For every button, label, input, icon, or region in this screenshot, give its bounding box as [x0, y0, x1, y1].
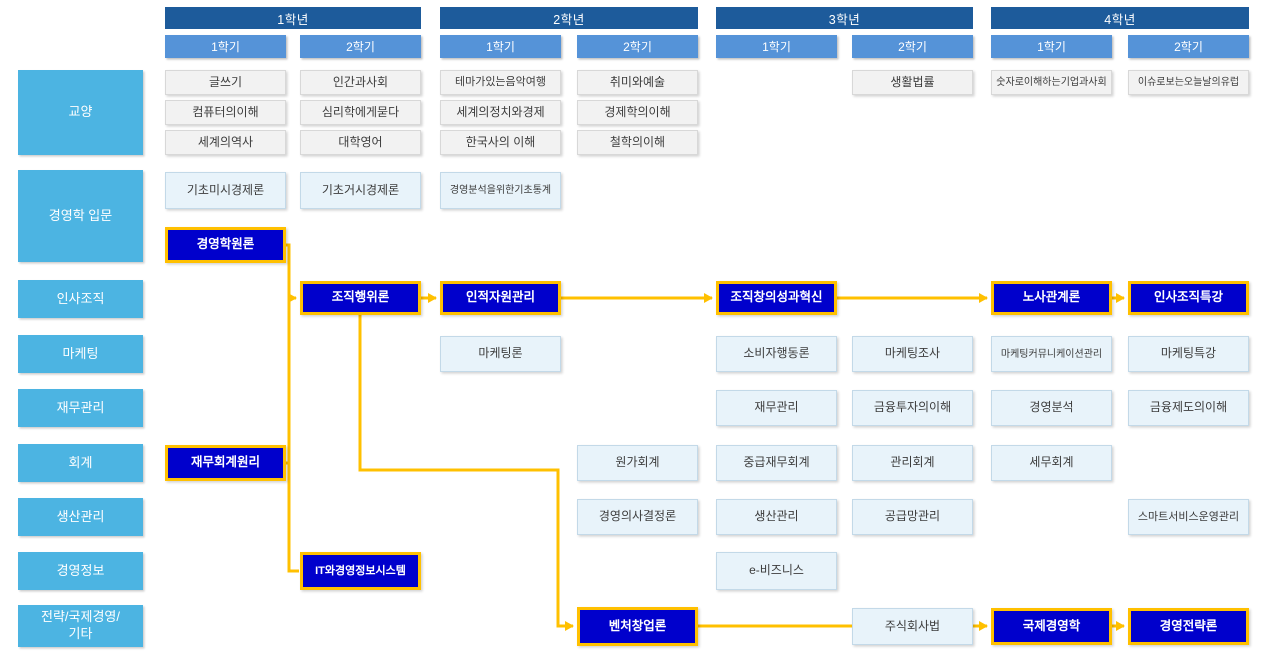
course-node: 인간과사회	[300, 70, 421, 95]
course-node: 주식회사법	[852, 608, 973, 645]
course-node: 금융제도의이해	[1128, 390, 1249, 426]
course-node: 벤처창업론	[577, 607, 698, 646]
course-node: 세계의역사	[165, 130, 286, 155]
course-node: 원가회계	[577, 445, 698, 481]
course-node: 생산관리	[716, 499, 837, 535]
course-node: 한국사의 이해	[440, 130, 561, 155]
category-box: 마케팅	[18, 335, 143, 373]
course-node: 마케팅론	[440, 336, 561, 372]
course-node: 경영학원론	[165, 227, 286, 263]
course-node: 심리학에게묻다	[300, 100, 421, 125]
course-node: e-비즈니스	[716, 552, 837, 590]
course-node: 재무관리	[716, 390, 837, 426]
category-box: 재무관리	[18, 389, 143, 427]
category-box: 전략/국제경영/ 기타	[18, 605, 143, 647]
course-node: 취미와예술	[577, 70, 698, 95]
semester-header: 2학기	[852, 35, 973, 58]
connector-trunk-principles-down	[286, 243, 299, 573]
course-node: 마케팅특강	[1128, 336, 1249, 372]
year-header: 3학년	[716, 7, 973, 29]
semester-header: 2학기	[300, 35, 421, 58]
category-box: 회계	[18, 444, 143, 482]
year-header: 4학년	[991, 7, 1249, 29]
course-node: 경영분석을위한기초통계	[440, 172, 561, 209]
course-node: 철학의이해	[577, 130, 698, 155]
semester-header: 1학기	[165, 35, 286, 58]
course-node: 이슈로보는오늘날의유럽	[1128, 70, 1249, 95]
category-box: 생산관리	[18, 498, 143, 536]
semester-header: 2학기	[1128, 35, 1249, 58]
semester-header: 1학기	[440, 35, 561, 58]
course-node: 글쓰기	[165, 70, 286, 95]
course-node: 대학영어	[300, 130, 421, 155]
course-node: 세무회계	[991, 445, 1112, 481]
course-node: 중급재무회계	[716, 445, 837, 481]
course-node: 재무회계원리	[165, 445, 286, 481]
category-box: 교양	[18, 70, 143, 155]
semester-header: 1학기	[991, 35, 1112, 58]
course-node: 경영의사결정론	[577, 499, 698, 535]
course-node: 스마트서비스운영관리	[1128, 499, 1249, 535]
course-node: 소비자행동론	[716, 336, 837, 372]
course-node: 생활법률	[852, 70, 973, 95]
course-node: 숫자로이해하는기업과사회	[991, 70, 1112, 95]
course-node: 조직창의성과혁신	[716, 281, 837, 315]
course-node: 경제학의이해	[577, 100, 698, 125]
semester-header: 1학기	[716, 35, 837, 58]
course-node: 마케팅조사	[852, 336, 973, 372]
course-node: 경영전략론	[1128, 608, 1249, 645]
category-box: 인사조직	[18, 280, 143, 318]
course-node: 금융투자의이해	[852, 390, 973, 426]
course-node: 기초거시경제론	[300, 172, 421, 209]
category-box: 경영정보	[18, 552, 143, 590]
course-node: 마케팅커뮤니케이션관리	[991, 336, 1112, 372]
course-node: 컴퓨터의이해	[165, 100, 286, 125]
course-node: 공급망관리	[852, 499, 973, 535]
year-header: 1학년	[165, 7, 421, 29]
course-node: IT와경영정보시스템	[300, 552, 421, 590]
course-node: 인사조직특강	[1128, 281, 1249, 315]
year-header: 2학년	[440, 7, 698, 29]
course-node: 인적자원관리	[440, 281, 561, 315]
course-node: 경영분석	[991, 390, 1112, 426]
course-node: 국제경영학	[991, 608, 1112, 645]
course-node: 기초미시경제론	[165, 172, 286, 209]
course-node: 조직행위론	[300, 281, 421, 315]
course-node: 세계의정치와경제	[440, 100, 561, 125]
course-node: 노사관계론	[991, 281, 1112, 315]
category-box: 경영학 입문	[18, 170, 143, 262]
course-node: 관리회계	[852, 445, 973, 481]
course-node: 테마가있는음악여행	[440, 70, 561, 95]
semester-header: 2학기	[577, 35, 698, 58]
